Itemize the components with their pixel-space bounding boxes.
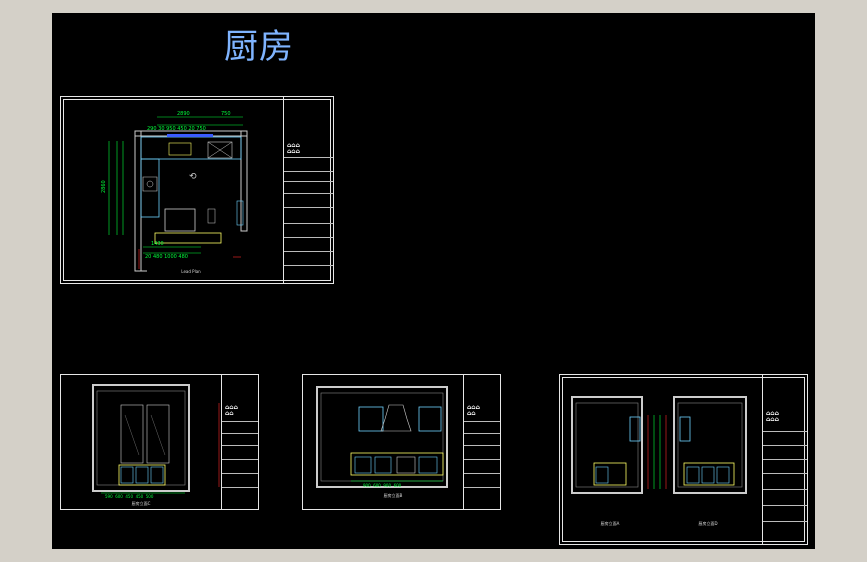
floor-plan-drawing: 2890 750 290 30 950 450 20 750 2860 1430… xyxy=(101,111,248,272)
elevation-b-dims: 900 600 900 600 xyxy=(363,483,402,488)
elevation-b-sheet[interactable]: ⌂⌂⌂⌂⌂ 900 600 900 600 厨房立面B xyxy=(302,374,501,510)
plan-sheet[interactable]: ⌂⌂⌂⌂⌂⌂ xyxy=(60,96,334,284)
svg-text:20 480 1000 480: 20 480 1000 480 xyxy=(145,254,188,260)
elevation-c-title-block: ⌂⌂⌂⌂⌂ xyxy=(221,375,258,509)
svg-text:1430: 1430 xyxy=(151,241,164,247)
elevation-d-caption: 厨房立面D xyxy=(698,521,718,526)
elevation-c-dims: 590 600 450 450 500 xyxy=(105,494,154,499)
dim-top-a: 2890 xyxy=(177,111,190,117)
elevation-b-title-block: ⌂⌂⌂⌂⌂ xyxy=(463,375,500,509)
elevation-b-caption: 厨房立面B xyxy=(383,493,403,498)
plan-caption: Lead Plan xyxy=(181,269,201,274)
drawing-title: 厨房 xyxy=(224,27,294,67)
elevation-c-drawing xyxy=(92,384,220,494)
plan-title-block: ⌂⌂⌂⌂⌂⌂ xyxy=(283,97,333,283)
dim-top-b: 750 xyxy=(221,111,231,117)
elevation-ad-title-block: ⌂⌂⌂⌂⌂⌂ xyxy=(762,375,807,544)
dim-left: 2860 xyxy=(101,180,107,193)
elevation-ad-drawing xyxy=(571,396,747,494)
elevation-c-sheet[interactable]: ⌂⌂⌂⌂⌂ 590 600 450 450 500 厨房立面C xyxy=(60,374,259,510)
elevation-a-caption: 厨房立面A xyxy=(600,521,620,526)
svg-text:⟲: ⟲ xyxy=(189,172,197,182)
cad-model-space[interactable]: 厨房 ⌂⌂⌂⌂⌂⌂ xyxy=(52,13,815,549)
elevation-ad-sheet[interactable]: ⌂⌂⌂⌂⌂⌂ 厨房立面A 厨房立 xyxy=(559,374,808,545)
elevation-c-caption: 厨房立面C xyxy=(131,501,151,506)
dim-row: 290 30 950 450 20 750 xyxy=(147,126,206,132)
plan-sheet-inner-border xyxy=(63,99,331,281)
elevation-b-drawing xyxy=(316,386,448,488)
